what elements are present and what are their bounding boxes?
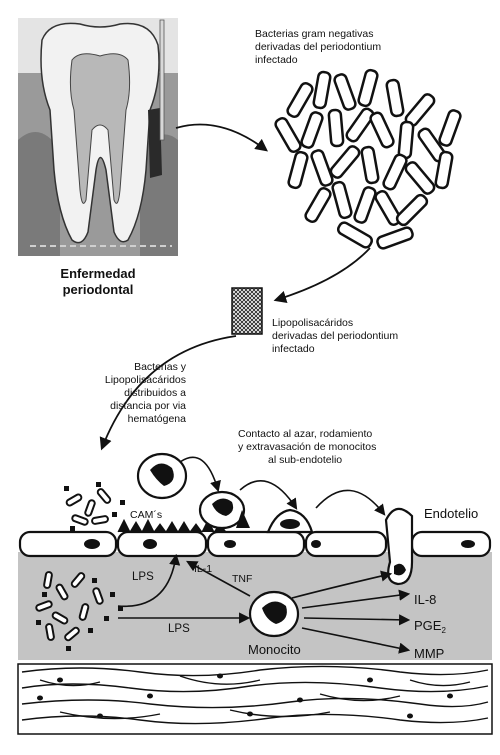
- label-monocyte-process-2: y extravasación de monocitos: [238, 441, 376, 453]
- label-hematogenous-5: hematógena: [128, 413, 187, 425]
- tooth-illustration: [18, 18, 178, 256]
- label-il8: IL-8: [414, 592, 436, 607]
- label-hematogenous-1: Bacterias y: [134, 361, 187, 373]
- monocyte-subendothelial: [248, 590, 300, 638]
- label-periodontal-disease-2: periodontal: [63, 282, 134, 297]
- monocyte-rolling: [136, 452, 188, 500]
- bacteria-cluster: [274, 68, 462, 250]
- label-monocyte-process-1: Contacto al azar, rodamiento: [238, 428, 372, 440]
- label-endothelium: Endotelio: [424, 506, 478, 521]
- label-lps-upper: LPS: [132, 571, 154, 583]
- label-pge2: PGE2: [414, 618, 446, 635]
- label-hematogenous-3: distribuidos a: [124, 387, 186, 399]
- label-lps-1: Lipopolisacáridos: [272, 317, 353, 329]
- endothelium-layer: [18, 530, 492, 558]
- signal-arrows: [117, 553, 411, 654]
- rolling-arrows: [179, 456, 386, 516]
- circulating-bacteria: [35, 488, 112, 642]
- lps-icon: [231, 287, 263, 335]
- arrow-tooth-to-bacteria: [175, 123, 269, 152]
- monocyte-flattening: [266, 508, 314, 534]
- label-monocyte: Monocito: [248, 642, 301, 657]
- label-bacteria-3: infectado: [255, 54, 298, 66]
- endothelium-nuclei: [84, 539, 475, 549]
- label-hematogenous-2: Lipopolisacáridos: [105, 374, 186, 386]
- label-hematogenous-4: distancia por via: [110, 400, 186, 412]
- label-bacteria-2: derivadas del periodontium: [255, 41, 381, 53]
- circulating-lps: [36, 482, 125, 651]
- arrow-bacteria-to-lps: [273, 247, 371, 304]
- label-tnf: TNF: [232, 573, 252, 585]
- label-monocyte-process-3: al sub-endotelio: [268, 454, 342, 466]
- label-lps-3: infectado: [272, 343, 315, 355]
- label-cams: CAM´s: [130, 509, 162, 521]
- label-lps-2: derivadas del periodontium: [272, 330, 398, 342]
- arrow-lps-to-bloodstream: [99, 335, 237, 451]
- monocyte-adhering: [198, 490, 250, 530]
- label-periodontal-disease-1: Enfermedad: [60, 266, 135, 281]
- smooth-muscle-layer: [17, 663, 493, 735]
- label-lps-lower: LPS: [168, 623, 190, 635]
- label-bacteria-1: Bacterias gram negativas: [255, 28, 373, 40]
- label-mmp: MMP: [414, 646, 444, 661]
- monocyte-transmigrating: [384, 507, 414, 586]
